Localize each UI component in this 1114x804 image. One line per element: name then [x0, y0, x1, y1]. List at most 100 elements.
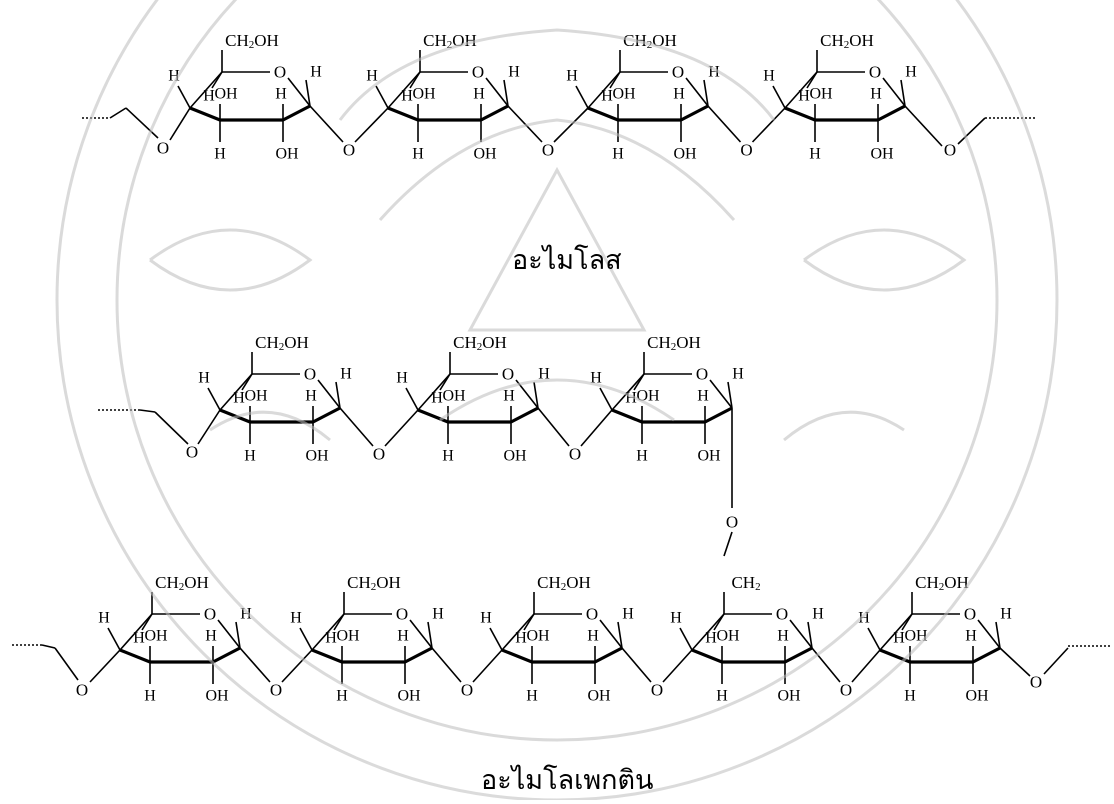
ring-bond	[691, 648, 723, 664]
glycosidic-bond	[537, 407, 570, 447]
hydrogen-label: H	[397, 628, 409, 645]
glycosidic-oxygen-label: O	[343, 141, 355, 160]
hydrogen-label: H	[622, 606, 634, 623]
hydrogen-label: H	[566, 68, 578, 85]
ring-oxygen-label: O	[204, 605, 216, 624]
glycosidic-oxygen-label: O	[944, 141, 956, 160]
hydrogen-label: H	[670, 610, 682, 627]
hydrogen-label: H	[244, 448, 256, 465]
hydroxymethyl-label: CH2OH	[225, 31, 279, 52]
ring-oxygen-label: O	[396, 605, 408, 624]
hydrogen-label: H	[965, 628, 977, 645]
hydrogen-label: H	[812, 606, 824, 623]
hydrogen-label: H	[612, 146, 624, 163]
branch-oxygen-label: O	[726, 513, 738, 532]
hydroxyl-label: OH	[777, 688, 801, 705]
hydrogen-label: H	[732, 366, 744, 383]
hydrogen-label: H	[587, 628, 599, 645]
glycosidic-bond	[384, 409, 419, 447]
hydroxymethyl-label: CH2OH	[647, 333, 701, 354]
hydrogen-label: H	[480, 610, 492, 627]
ring-bond	[189, 106, 221, 122]
glycosidic-bond	[89, 649, 121, 683]
hydroxyl-label: OH	[636, 388, 660, 405]
hydroxyl-label: OH	[965, 688, 989, 705]
hydrogen-label: H	[305, 388, 317, 405]
hydrogen-label: H	[515, 630, 527, 647]
glycosidic-bond	[354, 107, 389, 143]
hydroxyl-label: OH	[697, 448, 721, 465]
ring-bond	[879, 648, 911, 664]
glycosidic-bond	[431, 647, 462, 683]
hydrogen-label: H	[290, 610, 302, 627]
hydrogen-label: H	[214, 146, 226, 163]
hydrogen-label: H	[168, 68, 180, 85]
hydroxymethyl-label: CH2OH	[155, 573, 209, 594]
ring-oxygen-label: O	[274, 63, 286, 82]
glycosidic-oxygen-label: O	[270, 681, 282, 700]
glycosidic-bond	[169, 107, 191, 141]
hydrogen-label: H	[442, 448, 454, 465]
glycosidic-bond	[109, 107, 127, 119]
hydroxymethyl-label: CH2OH	[423, 31, 477, 52]
hydroxyl-label: OH	[587, 688, 611, 705]
hydrogen-label: H	[205, 628, 217, 645]
hydrogen-label: H	[904, 688, 916, 705]
ring-bond	[312, 406, 341, 424]
ring-bond	[119, 648, 151, 664]
hydroxyl-label: OH	[473, 146, 497, 163]
glycosidic-oxygen-label: O	[186, 443, 198, 462]
glycosidic-bond	[811, 647, 841, 683]
hydroxyl-label: OH	[716, 628, 740, 645]
branch-methylene-label: CH2	[731, 573, 760, 594]
hydrogen-label: H	[858, 610, 870, 627]
ring-oxygen-label: O	[672, 63, 684, 82]
substituent-bond	[107, 627, 121, 651]
ring-bond	[510, 406, 539, 424]
hydroxyl-label: OH	[870, 146, 894, 163]
ring-oxygen-label: O	[502, 365, 514, 384]
hydrogen-label: H	[203, 88, 215, 105]
glycosidic-oxygen-label: O	[1030, 673, 1042, 692]
ring-bond	[784, 106, 816, 122]
hydrogen-label: H	[716, 688, 728, 705]
hydrogen-label: H	[198, 370, 210, 387]
ring-bond	[311, 648, 343, 664]
ring-bond	[587, 106, 619, 122]
glycosidic-bond	[154, 411, 189, 445]
ring-bond	[501, 648, 533, 664]
substituent-bond	[299, 627, 313, 651]
glycosidic-bond	[621, 647, 652, 683]
ring-bond	[404, 646, 433, 664]
glycosidic-oxygen-label: O	[569, 445, 581, 464]
glycosidic-oxygen-label: O	[373, 445, 385, 464]
hydrogen-label: H	[905, 64, 917, 81]
hydroxyl-label: OH	[397, 688, 421, 705]
glycosidic-oxygen-label: O	[651, 681, 663, 700]
glycosidic-oxygen-label: O	[542, 141, 554, 160]
hydrogen-label: H	[310, 64, 322, 81]
hydroxyl-label: OH	[503, 448, 527, 465]
hydrogen-label: H	[601, 88, 613, 105]
ring-bond	[212, 646, 241, 664]
glycosidic-bond	[580, 409, 613, 447]
hydroxyl-label: OH	[275, 146, 299, 163]
substituent-bond	[575, 85, 589, 109]
hydrogen-label: H	[777, 628, 789, 645]
amylose-caption: อะไมโลส	[512, 245, 622, 276]
hydrogen-label: H	[673, 86, 685, 103]
glycosidic-bond	[139, 409, 156, 413]
ring-oxygen-label: O	[472, 63, 484, 82]
hydroxyl-label: OH	[904, 628, 928, 645]
hydrogen-label: H	[870, 86, 882, 103]
glycosidic-bond	[1043, 647, 1069, 675]
ring-oxygen-label: O	[586, 605, 598, 624]
glycosidic-bond	[54, 647, 79, 681]
ring-bond	[282, 104, 311, 122]
hydroxymethyl-label: CH2OH	[915, 573, 969, 594]
hydroxymethyl-label: CH2OH	[820, 31, 874, 52]
glycosidic-bond	[957, 117, 986, 145]
glycosidic-bond	[751, 107, 786, 143]
glycosidic-bond	[851, 649, 881, 683]
